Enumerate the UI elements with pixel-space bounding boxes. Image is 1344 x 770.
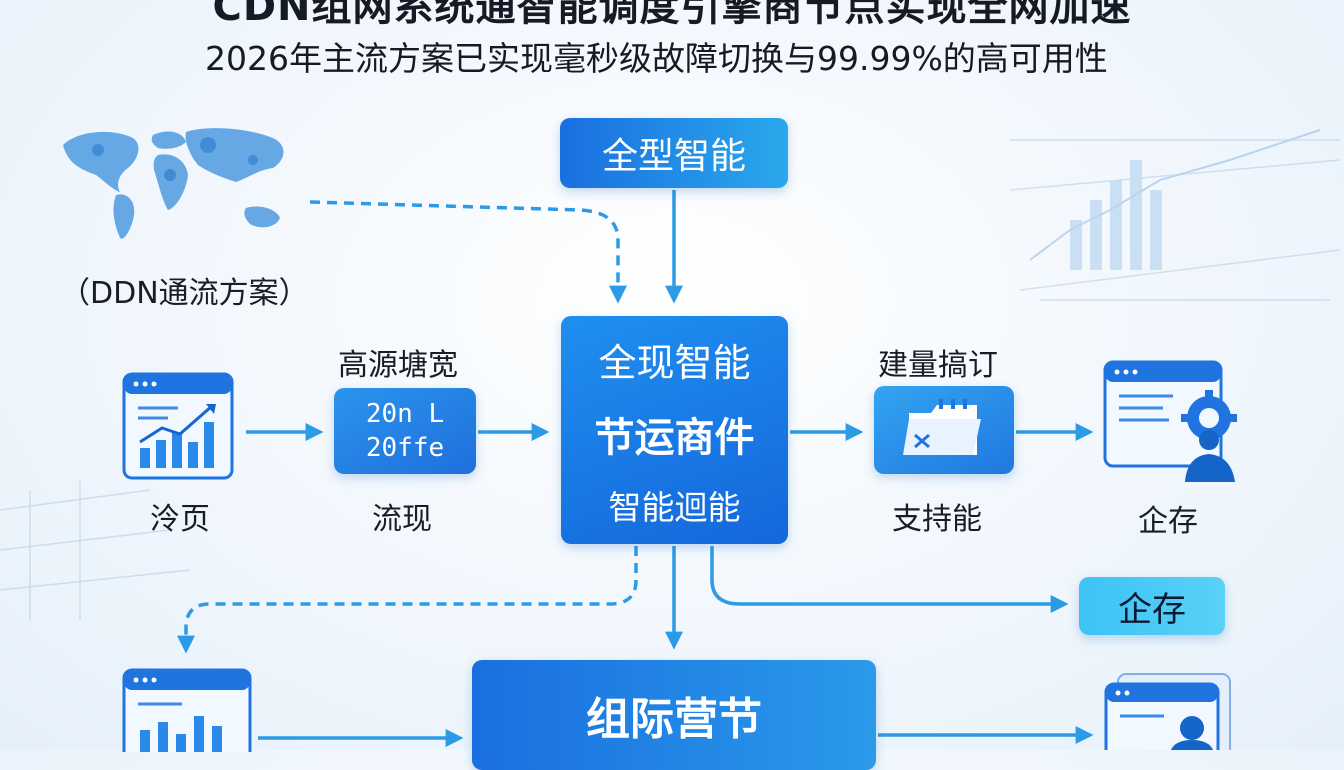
map-caption: （DDN通流方案） (60, 276, 309, 311)
arrow-center-to-rightbox (710, 546, 1069, 613)
top-node-box: 全型智能 (560, 118, 788, 188)
flow-connectors (177, 190, 1094, 747)
source-bottom-label: 流现 (372, 502, 432, 537)
page-title: CDN组网系统通智能调度引擎商节点实现全网加速 (212, 0, 1132, 30)
process-box (874, 386, 1014, 474)
arrow-center-to-left-dashed (177, 546, 638, 654)
page-subtitle: 2026年主流方案已实现毫秒级故障切换与99.99%的高可用性 (205, 39, 1108, 78)
center-node-box: 全现智能 节运商件 智能迴能 (561, 316, 788, 544)
bottom-node-box: 组际营节 (472, 660, 876, 770)
background-chart-icon (1009, 129, 1341, 301)
source-code-line1: 20n L (365, 399, 445, 429)
bottom-user-window-icon (1104, 673, 1231, 750)
left-node-label: 泠页 (150, 502, 210, 537)
source-code-box: 20n L 20ffe (334, 388, 476, 474)
process-bottom-label: 支持能 (892, 502, 982, 537)
center-line1: 全现智能 (598, 340, 751, 385)
background-lines-icon (0, 480, 191, 620)
bottom-chart-window-icon (122, 668, 252, 752)
world-map-icon (63, 128, 284, 239)
arrow-map-to-center (309, 200, 627, 304)
center-line3: 智能迴能 (608, 487, 741, 527)
center-line2: 节运商件 (594, 414, 755, 461)
folder-icon (903, 399, 981, 455)
user-node-label: 企存 (1138, 504, 1198, 539)
process-top-label: 建量搞订 (878, 348, 998, 383)
source-top-label: 高源塘宽 (338, 348, 458, 383)
chart-window-icon (122, 372, 234, 480)
source-code-line2: 20ffe (365, 433, 445, 463)
user-settings-window-icon (1103, 360, 1237, 482)
right-node-box: 企存 (1079, 577, 1225, 635)
